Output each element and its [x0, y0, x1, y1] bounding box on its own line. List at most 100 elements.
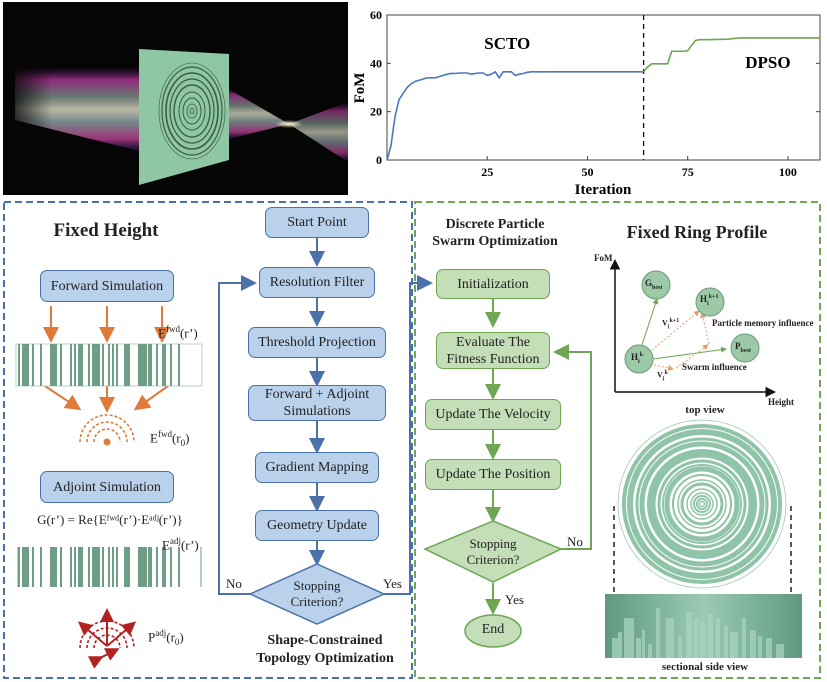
ring-bar [170, 344, 172, 386]
dpso-yes-label: Yes [505, 592, 524, 607]
y-tick-label: 20 [370, 105, 382, 119]
forward-adjoint-box[interactable]: Forward + Adjoint Simulations [248, 385, 386, 421]
focused-beam-in [225, 87, 289, 140]
top-view-rings [617, 419, 787, 589]
y-tick-label: 60 [370, 8, 382, 22]
ring-bar [142, 547, 147, 587]
side-view-label: sectional side view [661, 661, 749, 673]
series-line-dpso [642, 37, 820, 73]
ring-bar [148, 547, 152, 587]
top-view-ring [622, 424, 782, 584]
scto-decision-diamond [248, 563, 386, 625]
top-view-ring [617, 419, 787, 589]
pso-axes [609, 259, 776, 398]
dpso-panel-border [414, 201, 821, 679]
side-view-pillar [724, 626, 728, 658]
padj-r0-label: Padj(r0) [148, 628, 184, 647]
eadj-rprime-label: Eadj(r’) [162, 536, 199, 553]
v-next-label: Vik+1 [662, 318, 680, 331]
threshold-projection-box[interactable]: Threshold Projection [248, 327, 386, 358]
side-view-pillar [776, 644, 784, 658]
top-view-ring [677, 479, 727, 529]
lens-rings [158, 62, 226, 160]
ring-bar [60, 547, 62, 587]
forward-source-icon [79, 414, 135, 446]
side-view-pillar [716, 618, 720, 658]
gradient-mapping-label: Gradient Mapping [265, 460, 369, 475]
ring-bar [142, 344, 147, 386]
side-view-pillar [618, 632, 622, 658]
plot-frame [386, 14, 821, 161]
resolution-filter-box[interactable]: Resolution Filter [259, 267, 375, 298]
side-view-pillar [656, 608, 660, 658]
ring-bar [116, 344, 118, 386]
ring-bar [40, 344, 42, 386]
gradient-equation: G(r’) = Re{Eᶠʷᵈ(r’)·Eᵃᵈʲ(r’)} [37, 512, 183, 527]
dpso-end-node [464, 614, 522, 648]
gradient-mapping-box[interactable]: Gradient Mapping [255, 452, 379, 483]
side-view-pillar [766, 638, 772, 658]
top-view-ring [648, 450, 756, 558]
forward-simulation-box[interactable]: Forward Simulation [40, 270, 174, 302]
x-axis-label: Iteration [575, 182, 632, 198]
dpso-end-label: End [481, 622, 505, 637]
initialization-box[interactable]: Initialization [436, 269, 550, 299]
top-view-ring [690, 492, 714, 516]
ring-bar [22, 344, 29, 386]
adjoint-simulation-box[interactable]: Adjoint Simulation [40, 471, 174, 503]
x-tick-label: 50 [581, 165, 593, 179]
side-view-pillar [730, 632, 738, 658]
particle-memory-label: Particle memory influence [712, 318, 814, 328]
fixed-height-title: Fixed Height [53, 220, 159, 241]
side-view-pillar [700, 622, 705, 658]
y-tick-label: 0 [376, 153, 382, 167]
ring-bar [102, 547, 104, 587]
forward-adjoint-label: Forward + Adjoint Simulations [264, 387, 370, 419]
scto-decision-label: Stopping Criterion? [290, 578, 344, 609]
adjoint-source-icon [77, 608, 137, 669]
y-axis-label: FoM [352, 73, 368, 104]
ring-bar [112, 547, 114, 587]
ring-bar [70, 344, 72, 386]
ring-bar [70, 547, 72, 587]
evaluate-fitness-label: Evaluate The Fitness Function [446, 334, 540, 367]
side-view-pillar [642, 630, 645, 658]
forward-arrows [43, 306, 170, 413]
update-velocity-label: Update The Velocity [435, 407, 551, 422]
evaluate-fitness-box[interactable]: Evaluate The Fitness Function [436, 332, 550, 369]
geometry-update-box[interactable]: Geometry Update [255, 510, 379, 541]
ring-bar [78, 547, 83, 587]
h-next-label: Hik+1 [700, 294, 719, 307]
top-view-ring [627, 429, 777, 579]
ring-bar [162, 344, 166, 386]
update-velocity-box[interactable]: Update The Velocity [425, 399, 561, 430]
dpso-connectors [485, 299, 592, 615]
side-view-pillar [742, 618, 746, 658]
pso-nodes [624, 270, 760, 374]
h-next-node [695, 287, 725, 317]
ring-bar [74, 547, 76, 587]
side-view-pillar [750, 630, 756, 658]
side-view-guides [613, 506, 792, 594]
ring-bar [32, 547, 34, 587]
start-point-box[interactable]: Start Point [265, 207, 369, 238]
ring-bar [18, 344, 20, 386]
focal-spot [275, 120, 303, 128]
top-view-ring [657, 459, 747, 549]
x-tick-label: 100 [779, 165, 797, 179]
diagram-connectors [3, 201, 821, 679]
side-view-pillar [624, 618, 634, 658]
ring-bar [92, 344, 100, 386]
side-view-pillar [686, 612, 692, 658]
forward-simulation-label: Forward Simulation [50, 278, 164, 294]
optimization-diagram: Fixed Height Forward Simulation Efwd(r’)… [0, 196, 827, 682]
ring-bar [138, 547, 142, 587]
update-position-box[interactable]: Update The Position [425, 459, 561, 490]
ring-bar [50, 344, 57, 386]
adjoint-field-bars [17, 547, 202, 587]
metalens-render-svg [3, 49, 348, 185]
ring-bar [92, 547, 100, 587]
